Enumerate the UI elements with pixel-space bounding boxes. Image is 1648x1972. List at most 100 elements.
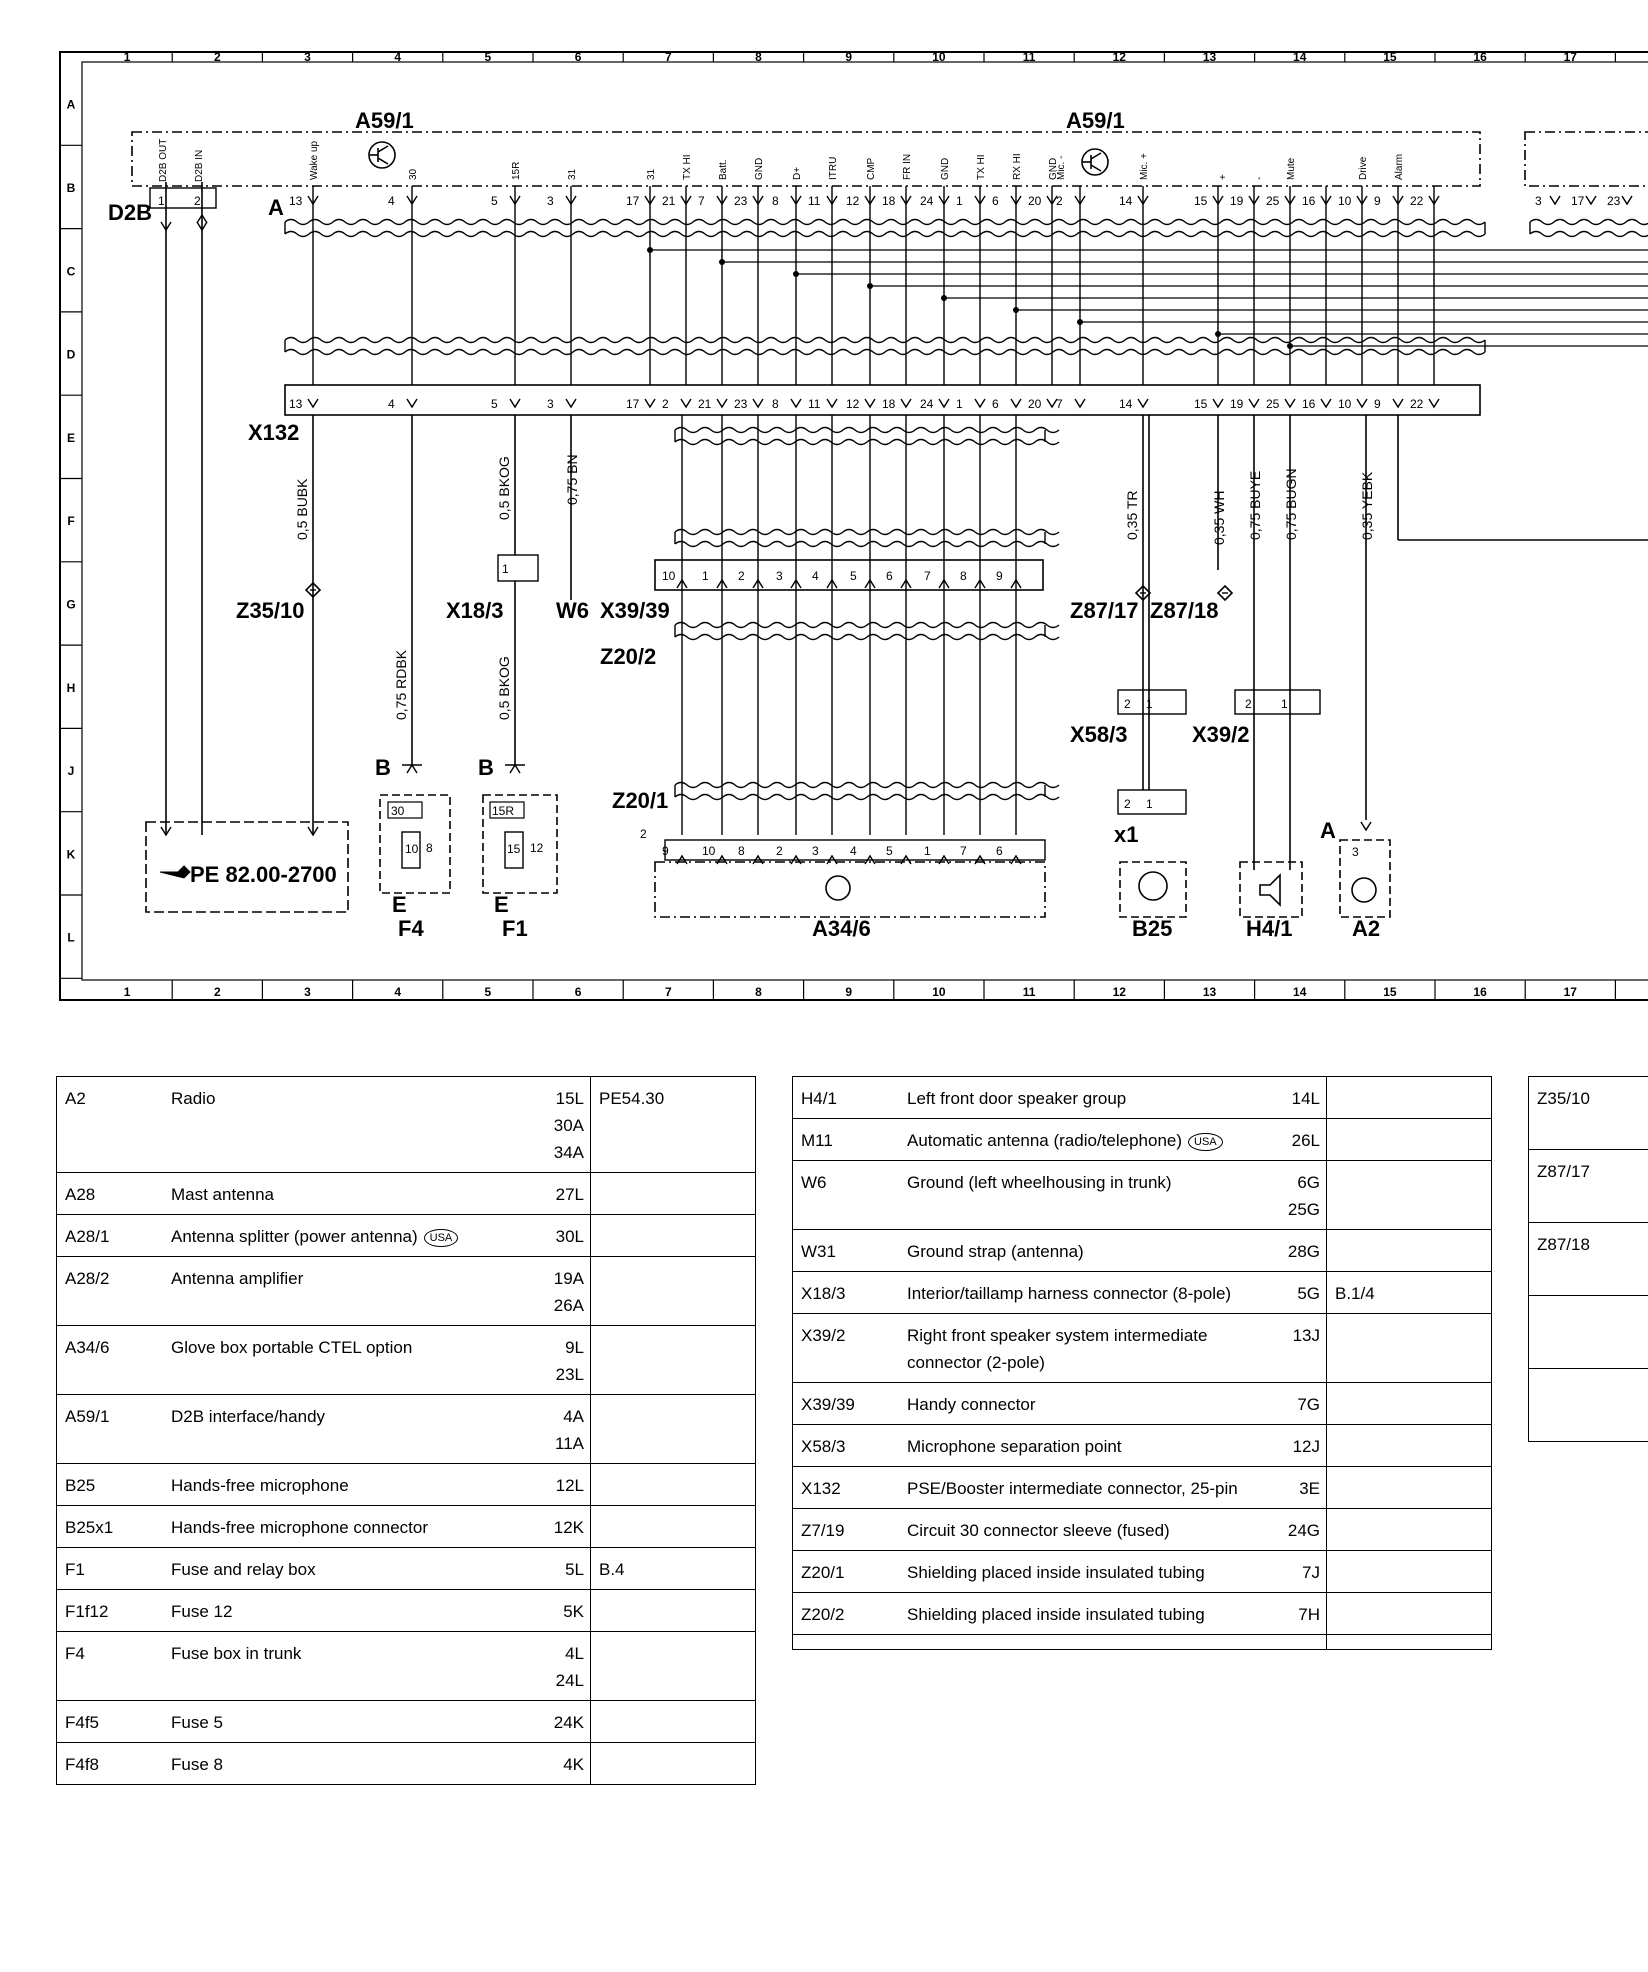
pin-arrow [1621,195,1633,206]
a2-a-label: A [1320,818,1336,843]
a2-radio-box [1339,839,1391,918]
a2-pin: 3 [1352,845,1359,859]
x39-39-pin: 9 [996,569,1003,583]
z35-10-sleeve [304,581,322,599]
wire-segment [377,145,389,153]
f4-fuse-number: 10 [405,842,419,856]
x58-3-pin: 1 [1146,697,1153,711]
wire-label-bubk: 0,5 BUBK [294,478,310,540]
grid-column-top: 1 [124,50,131,64]
a59-signal-label: TX HI [976,154,987,180]
legend-description [899,1634,1272,1650]
legend-description-text: Ground strap (antenna) [907,1242,1084,1261]
f1-box [482,794,558,894]
legend-code: W31 [792,1229,899,1272]
x1-label: x1 [1114,822,1138,847]
a59-signal-label: Batt. [718,159,729,180]
a59-signal-label: ITRU [828,157,839,180]
d2b-connector [149,187,217,209]
x18-3-pin: 1 [502,562,509,576]
x39-39-pin: 8 [960,569,967,583]
legend-row: Z35/10 [1528,1076,1648,1150]
a59-signal-label: 30 [408,168,419,180]
f1-b-label: B [478,755,494,780]
legend-reference [1326,1118,1492,1161]
x132-pin-number: 3 [547,397,554,411]
grid-column-bottom: 7 [665,985,672,999]
x132-pin-number: 6 [992,397,999,411]
x132-pin-arrow [307,398,319,409]
legend-description-text: Handy connector [907,1395,1036,1414]
x132-pin-number: 17 [626,397,640,411]
grid-row-label: G [66,597,75,611]
f1-pin-box [489,801,525,819]
x39-39-pin: 1 [702,569,709,583]
legend-reference [590,1394,756,1464]
z87-17-label: Z87/17 [1070,598,1139,623]
legend-reference [590,1325,756,1395]
x132-pin-arrow [1428,398,1440,409]
wiring-diagram: 1122334455667788991010111112121313141415… [59,50,1648,1001]
grid-column-bottom: 2 [214,985,221,999]
legend-location: 15L 30A 34A [536,1076,591,1173]
legend-description: Left front door speaker group [899,1076,1272,1119]
h4-1-speaker-box [1239,861,1303,918]
a59-pin-number: 18 [882,194,896,208]
legend-description: Hands-free microphone connector [163,1505,536,1548]
legend-code: X18/3 [792,1271,899,1314]
legend-description: Ground (left wheelhousing in trunk) [899,1160,1272,1230]
x132-pin-arrow [974,398,986,409]
legend-description-text: Radio [171,1089,216,1108]
legend-location: 27L [536,1172,591,1215]
legend-location: 28G [1272,1229,1327,1272]
grid-column-top: 17 [1564,50,1578,64]
a59-pin-number: 22 [1410,194,1424,208]
z35-10-label: Z35/10 [236,598,305,623]
grid-column-top: 12 [1113,50,1127,64]
legend-location: 12L [536,1463,591,1506]
x132-pin-arrow [1392,398,1404,409]
x132-pin-arrow [716,398,728,409]
legend-description-text: Fuse and relay box [171,1560,316,1579]
f1-fuse-number: 15 [507,842,521,856]
shield-z20-1 [674,793,1060,801]
x132-pin-arrow [826,398,838,409]
legend-code: Z20/1 [792,1550,899,1593]
legend-code: F4f5 [56,1700,163,1743]
junction-dot [719,259,725,265]
legend-reference: B.4 [590,1547,756,1590]
x132-pin-arrow [1320,398,1332,409]
x132-pin-arrow [1046,398,1058,409]
pe-reference-label: PE 82.00-2700 [190,862,337,887]
a59-signal-label: - [1254,177,1265,180]
grid-column-top: 16 [1473,50,1487,64]
pin-arrow [1549,195,1561,206]
h4-1-label: H4/1 [1246,916,1292,941]
d2b-arrow [160,221,172,232]
legend-location: 13J [1272,1313,1327,1383]
a59-signal-label: Alarm [1394,154,1405,180]
x1-pin: 1 [1146,797,1153,811]
legend-reference [1326,1550,1492,1593]
legend-description: Automatic antenna (radio/telephone)USA [899,1118,1272,1161]
a59-signal-label: D+ [792,167,803,180]
a59-pin-number: 25 [1266,194,1280,208]
legend-description-text: Microphone separation point [907,1437,1122,1456]
x132-pin-arrow [509,398,521,409]
legend-code [1528,1368,1648,1442]
transistor-icon [368,141,396,169]
legend-location: 7H [1272,1592,1327,1635]
grid-column-top: 8 [755,50,762,64]
x39-39-pin: 6 [886,569,893,583]
legend-description: Ground strap (antenna) [899,1229,1272,1272]
legend-description: Fuse 5 [163,1700,536,1743]
a34-6-pin: 7 [960,844,967,858]
shield-edge [284,222,1486,234]
f4-pin-box [387,801,423,819]
